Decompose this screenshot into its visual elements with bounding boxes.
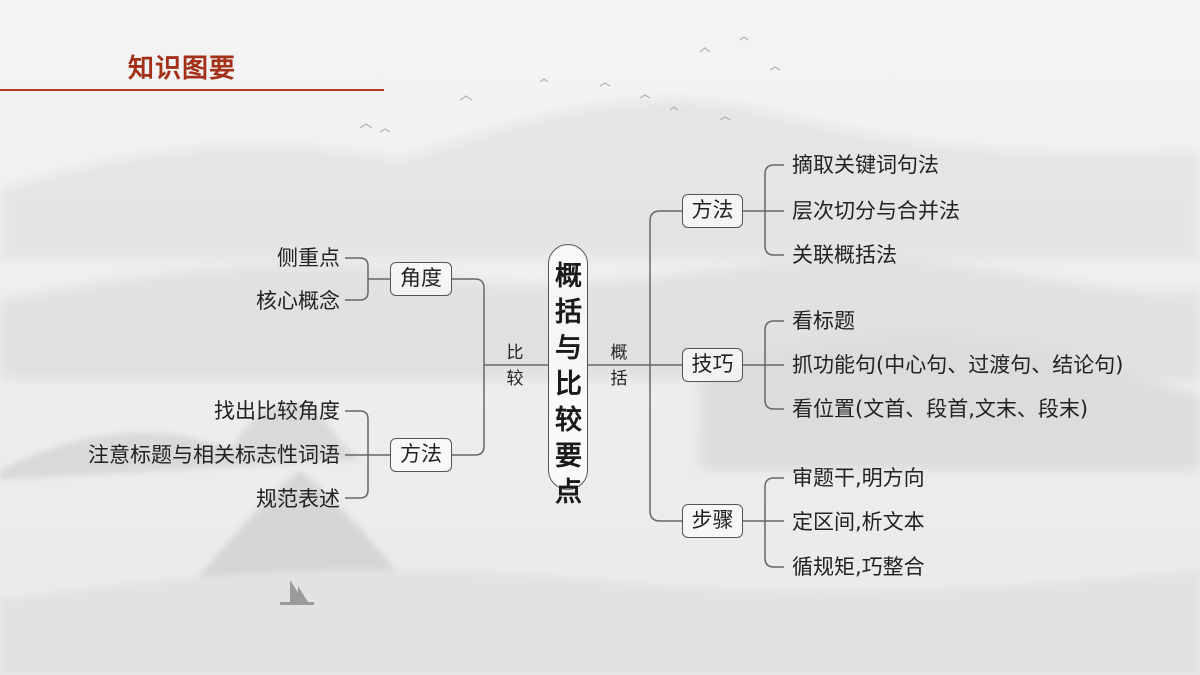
- page-title: 知识图要: [128, 54, 237, 84]
- leaf-associate-summary: 关联概括法: [792, 243, 897, 267]
- edge-label-compare: 比较: [506, 343, 524, 389]
- leaf-core-concept: 核心概念: [256, 289, 340, 313]
- branch-angle-box: 角度: [390, 262, 452, 296]
- leaf-split-merge: 层次切分与合并法: [792, 199, 960, 223]
- header-divider: [0, 89, 384, 91]
- leaf-function-sentence: 抓功能句(中心句、过渡句、结论句): [792, 353, 1124, 377]
- sailboat-icon: [280, 580, 314, 605]
- leaf-look-title: 看标题: [792, 309, 855, 333]
- leaf-extract-keywords: 摘取关键词句法: [792, 153, 939, 177]
- edge-label-summarize: 概括: [610, 343, 628, 389]
- connector-left-main: [452, 278, 485, 456]
- leaf-read-question: 审题干,明方向: [792, 466, 925, 490]
- branch-skill-box: 技巧: [682, 348, 743, 382]
- branch-left-method-box: 方法: [390, 438, 452, 472]
- branch-right-method-box: 方法: [682, 194, 743, 228]
- leaf-look-position: 看位置(文首、段首,文末、段末): [792, 397, 1089, 421]
- connector-right-method: [764, 164, 784, 256]
- leaf-find-angle: 找出比较角度: [214, 399, 340, 423]
- connector-right-steps: [764, 477, 784, 568]
- leaf-focus-point: 侧重点: [277, 246, 340, 270]
- central-topic: 概括与比较要点: [548, 244, 588, 508]
- connector-left-angle: [345, 257, 369, 301]
- branch-steps-box: 步骤: [682, 504, 743, 538]
- leaf-follow-rules: 循规矩,巧整合: [792, 555, 925, 579]
- leaf-locate-text: 定区间,析文本: [792, 510, 925, 534]
- central-topic-label: 概括与比较要点: [555, 261, 582, 508]
- leaf-standard-expression: 规范表述: [256, 487, 340, 511]
- header: 知识图要: [0, 0, 1200, 100]
- leaf-mark-words: 注意标题与相关标志性词语: [88, 443, 340, 467]
- connector-right-main: [649, 210, 682, 522]
